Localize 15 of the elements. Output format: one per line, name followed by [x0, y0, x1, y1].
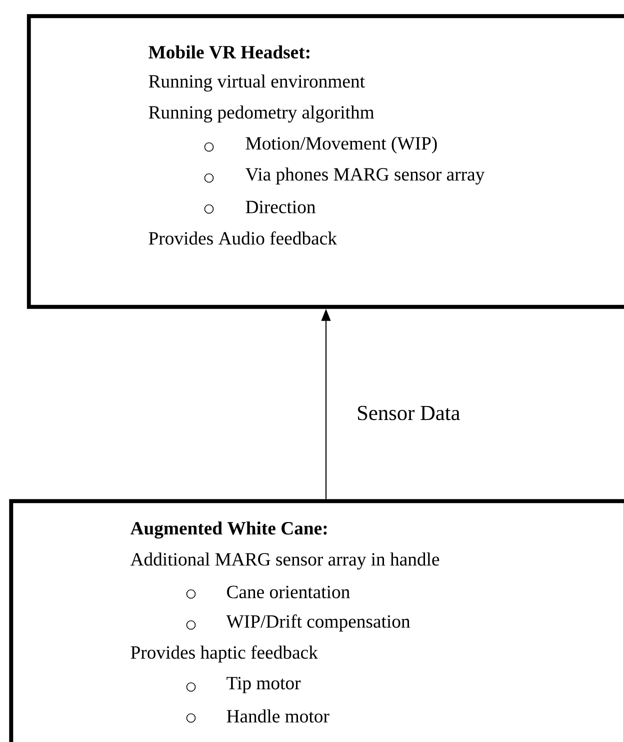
- list-item: Running pedometry algorithm: [148, 106, 374, 122]
- list-item: Running virtual environment: [148, 74, 365, 92]
- list-item: Provides haptic feedback: [130, 645, 318, 663]
- list-item: Handle motor: [186, 709, 330, 723]
- list-item: Tip motor: [186, 676, 301, 694]
- list-item: Direction: [204, 200, 316, 214]
- list-item: Cane orientation: [186, 586, 350, 599]
- list-item: WIP/Drift compensation: [186, 614, 410, 632]
- list-item: Via phones MARG sensor array: [204, 168, 485, 184]
- box-heading: Mobile VR Headset:: [148, 45, 310, 59]
- list-item: Additional MARG sensor array in handle: [130, 552, 440, 570]
- box-heading: Augmented White Cane:: [130, 521, 327, 539]
- edge-label: Sensor Data: [358, 406, 460, 420]
- list-item: Motion/Movement (WIP): [204, 136, 437, 154]
- list-item: Provides Audio feedback: [148, 231, 337, 245]
